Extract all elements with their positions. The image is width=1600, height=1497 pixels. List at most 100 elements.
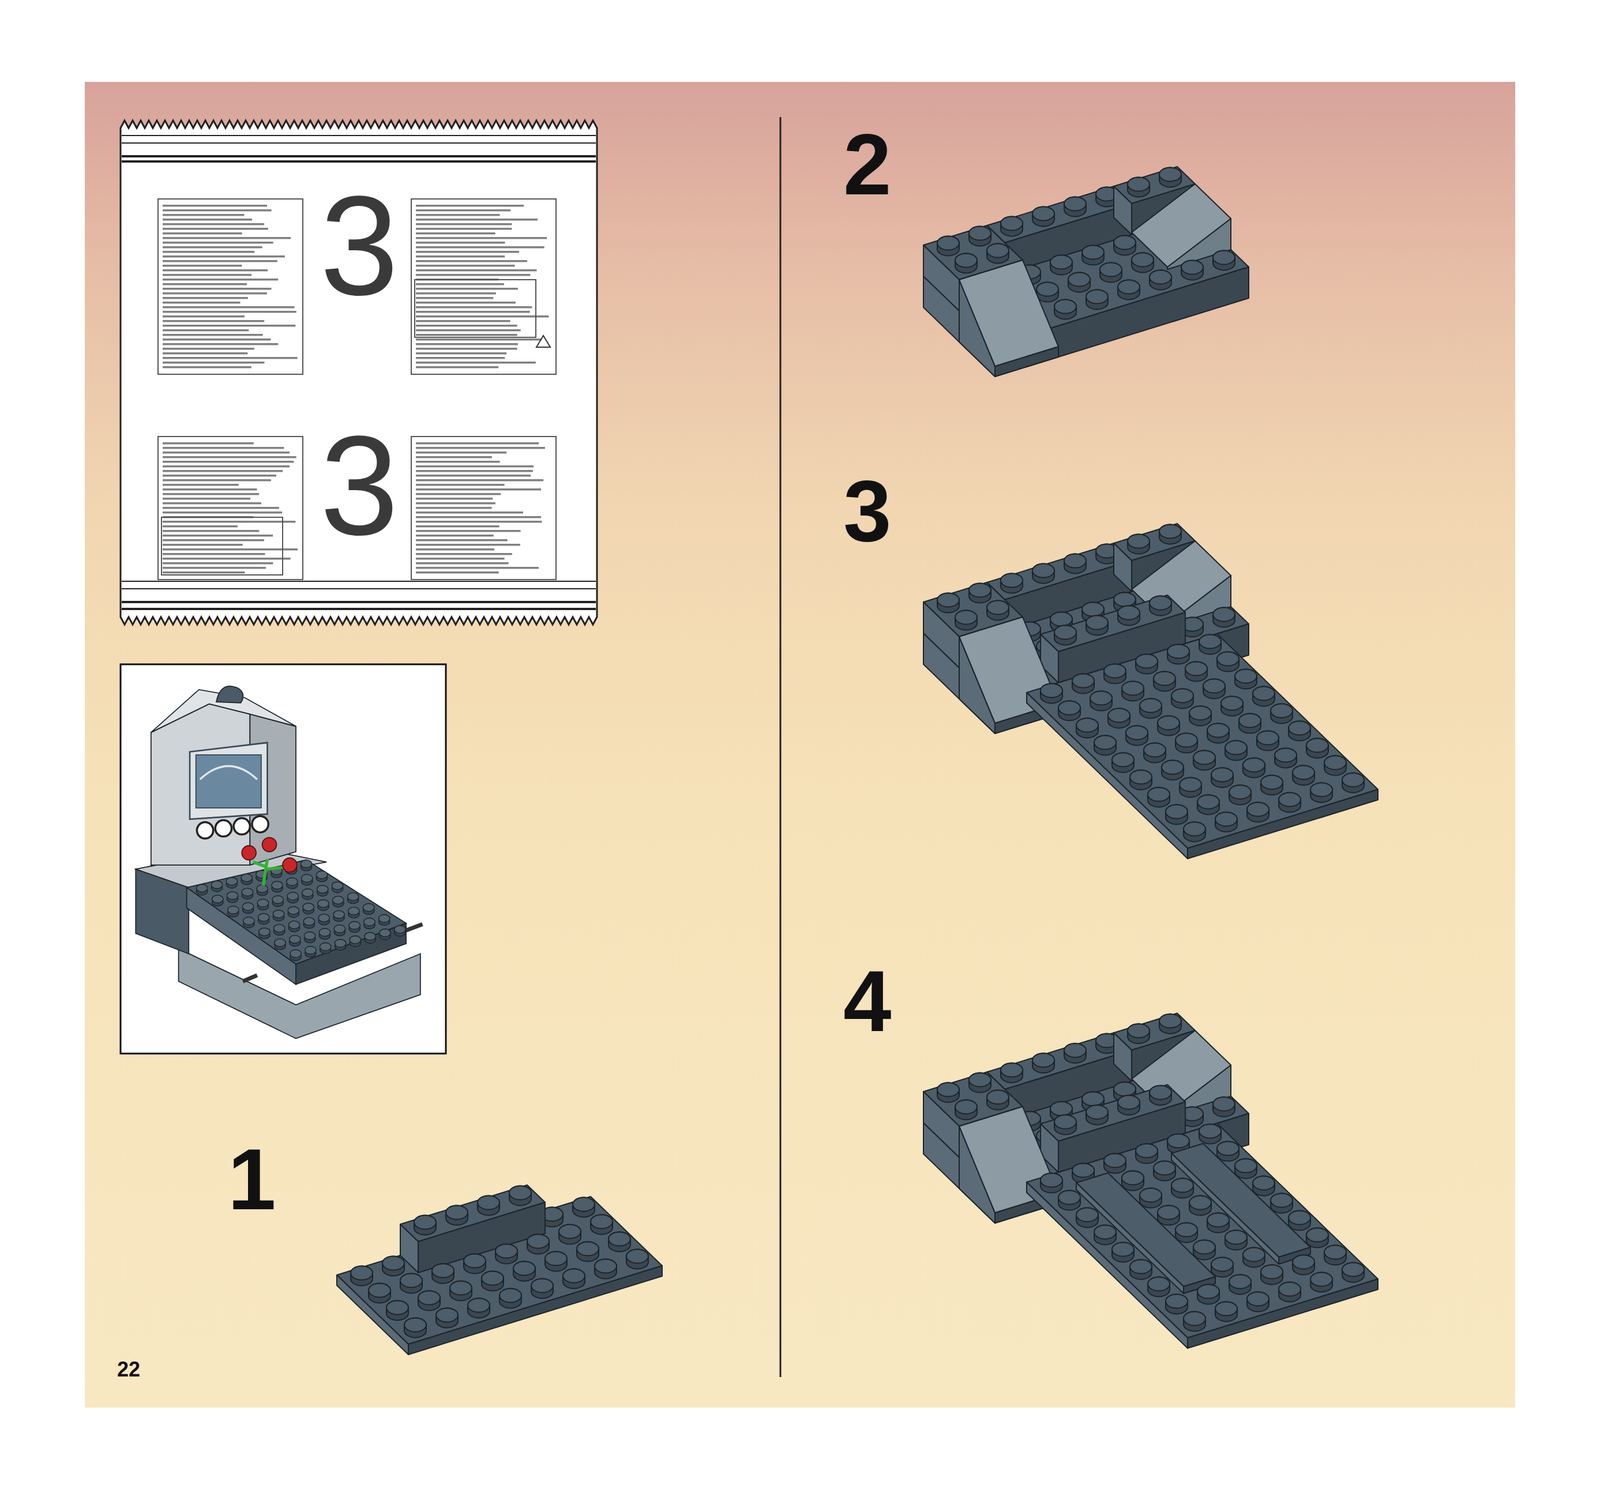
stud: [1064, 197, 1087, 217]
stud: [1149, 596, 1172, 611]
stud: [467, 1298, 490, 1319]
fine-print: [162, 502, 262, 505]
stud: [378, 914, 390, 923]
stud: [1121, 681, 1144, 702]
stud: [303, 917, 315, 926]
fine-print: [415, 488, 542, 491]
stud: [608, 1232, 631, 1253]
stud: [1121, 1171, 1144, 1192]
stud: [1324, 756, 1347, 776]
fine-print: [415, 553, 513, 556]
stud: [1197, 795, 1220, 815]
stud: [1159, 1014, 1182, 1035]
stud: [1342, 1263, 1365, 1278]
stud: [331, 881, 343, 890]
stud: [1159, 167, 1182, 188]
stud: [1274, 748, 1297, 769]
stud: [1270, 704, 1293, 719]
stud: [955, 1100, 978, 1121]
stud: [477, 1196, 500, 1216]
fine-print: [415, 329, 521, 332]
stud: [242, 902, 254, 911]
fine-print: [415, 273, 531, 277]
stud: [1252, 686, 1275, 701]
stud: [319, 943, 331, 951]
stud: [287, 906, 299, 915]
round-tile: [215, 820, 232, 837]
stud: [1234, 1159, 1257, 1179]
stud: [273, 924, 285, 933]
fine-print: [162, 329, 249, 332]
stud: [562, 1269, 585, 1284]
step-number-holder: 2: [843, 121, 892, 208]
stud: [1270, 704, 1293, 724]
stud: [1292, 1255, 1315, 1270]
stud: [594, 1259, 617, 1280]
stud: [1212, 250, 1235, 271]
stud: [1225, 1230, 1248, 1245]
pin: [406, 924, 423, 931]
stud: [955, 610, 978, 631]
stud: [1175, 1223, 1198, 1243]
stud: [1054, 299, 1077, 320]
fine-print: [415, 264, 516, 268]
fine-print: [415, 361, 536, 364]
stud: [1086, 290, 1109, 304]
parts-bag: [120, 120, 597, 625]
stud: [1159, 524, 1182, 545]
stud: [386, 1301, 409, 1316]
stud: [1242, 1248, 1265, 1263]
fine-print: [162, 273, 252, 277]
stud: [1234, 669, 1257, 684]
fine-print: [415, 465, 534, 468]
stud: [1103, 1154, 1126, 1174]
stud: [212, 895, 224, 903]
slope-face: [959, 260, 1059, 367]
stud: [1278, 793, 1301, 813]
stud: [1292, 765, 1315, 780]
stud: [1179, 778, 1202, 798]
stud: [414, 1215, 437, 1230]
stud: [1153, 671, 1176, 686]
stud: [316, 870, 328, 879]
stud: [226, 891, 238, 900]
stud: [1113, 1082, 1136, 1097]
stud: [436, 1308, 458, 1323]
stud: [1217, 652, 1239, 672]
stud: [404, 1318, 427, 1333]
stud: [257, 913, 269, 922]
fine-print: [415, 237, 547, 240]
stud: [527, 1234, 550, 1249]
stud: [317, 899, 329, 908]
fine-print: [162, 250, 255, 254]
stud: [445, 1206, 468, 1226]
fine-print: [162, 287, 272, 291]
stud: [1217, 652, 1239, 667]
stud: [1129, 770, 1152, 785]
stud: [1112, 753, 1134, 773]
stud: [1090, 691, 1113, 706]
stud: [404, 1318, 427, 1339]
stud: [334, 939, 346, 948]
flower-stem: [253, 858, 287, 886]
stud: [1292, 1255, 1315, 1276]
fine-print: [162, 255, 285, 258]
stud: [1199, 635, 1222, 655]
stud: [1324, 1245, 1347, 1260]
stud: [1215, 812, 1238, 833]
fine-print: [162, 562, 273, 565]
slab-top: [186, 859, 407, 964]
fine-print: [415, 338, 542, 341]
step-number: 4: [843, 952, 892, 1050]
stud: [1175, 1223, 1198, 1238]
stud: [1171, 689, 1194, 704]
stud: [1197, 1285, 1220, 1299]
fine-print: [415, 320, 511, 323]
stud: [1082, 245, 1104, 266]
stud: [368, 1283, 391, 1304]
fine-print: [162, 488, 258, 491]
stud: [1197, 1285, 1220, 1305]
stud: [1139, 699, 1162, 713]
stud: [1032, 1053, 1055, 1068]
fine-print: [162, 566, 266, 570]
